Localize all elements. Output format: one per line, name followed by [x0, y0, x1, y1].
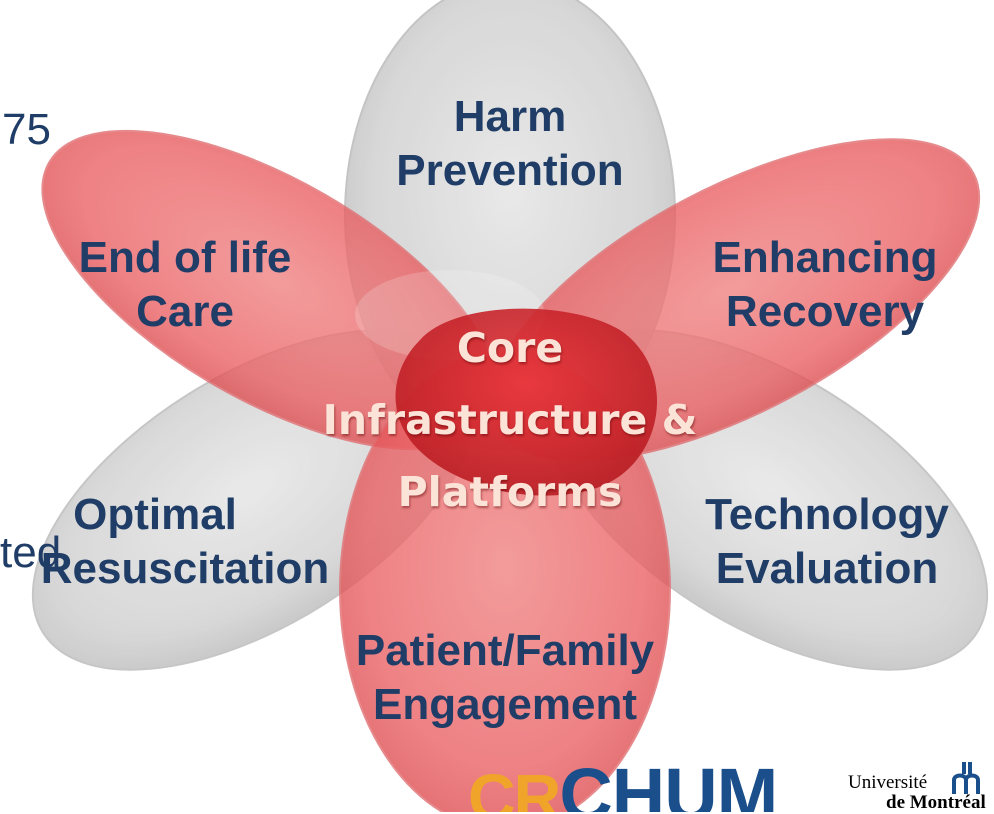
label-line: Engagement — [372, 680, 638, 729]
label-line: Evaluation — [715, 544, 939, 593]
label-core-infrastructure: Core Infrastructure & Platforms — [280, 312, 740, 528]
label-line: Patient/Family — [355, 626, 655, 675]
label-line: Core — [456, 324, 564, 372]
label-line: Resuscitation — [40, 544, 330, 593]
label-line: Recovery — [725, 287, 925, 336]
universite-de-montreal-logo: Université de Montréal — [848, 762, 988, 813]
label-line: Harm — [453, 92, 567, 141]
crchum-logo-cr: CR — [468, 760, 561, 812]
label-line: Platforms — [397, 468, 623, 516]
label-harm-prevention: Harm Prevention — [370, 90, 650, 198]
label-enhancing-recovery: Enhancing Recovery — [680, 231, 970, 339]
label-line: Prevention — [396, 146, 624, 195]
core-shape — [395, 308, 658, 496]
fragment-top-left: 75 — [2, 105, 51, 154]
label-line: Technology — [705, 490, 949, 539]
label-line: Enhancing — [712, 233, 938, 282]
udem-logo-line2: de Montréal — [886, 792, 986, 813]
crchum-logo: CRCHUM — [468, 752, 777, 812]
crchum-logo-chum: CHUM — [559, 753, 778, 812]
label-line: Care — [136, 287, 234, 336]
label-line: Optimal — [73, 490, 237, 539]
label-optimal-resuscitation: Optimal Resuscitation — [15, 488, 355, 596]
fragment-middle-left: ted — [0, 528, 62, 577]
label-patient-family-engagement: Patient/Family Engagement — [325, 624, 685, 732]
label-technology-evaluation: Technology Evaluation — [672, 488, 982, 596]
label-line: Infrastructure & — [322, 396, 698, 444]
udem-emblem-icon — [952, 762, 980, 794]
label-line: End of life — [78, 233, 292, 282]
label-end-of-life-care: End of life Care — [45, 231, 325, 339]
udem-logo-line1: Université — [848, 772, 928, 793]
